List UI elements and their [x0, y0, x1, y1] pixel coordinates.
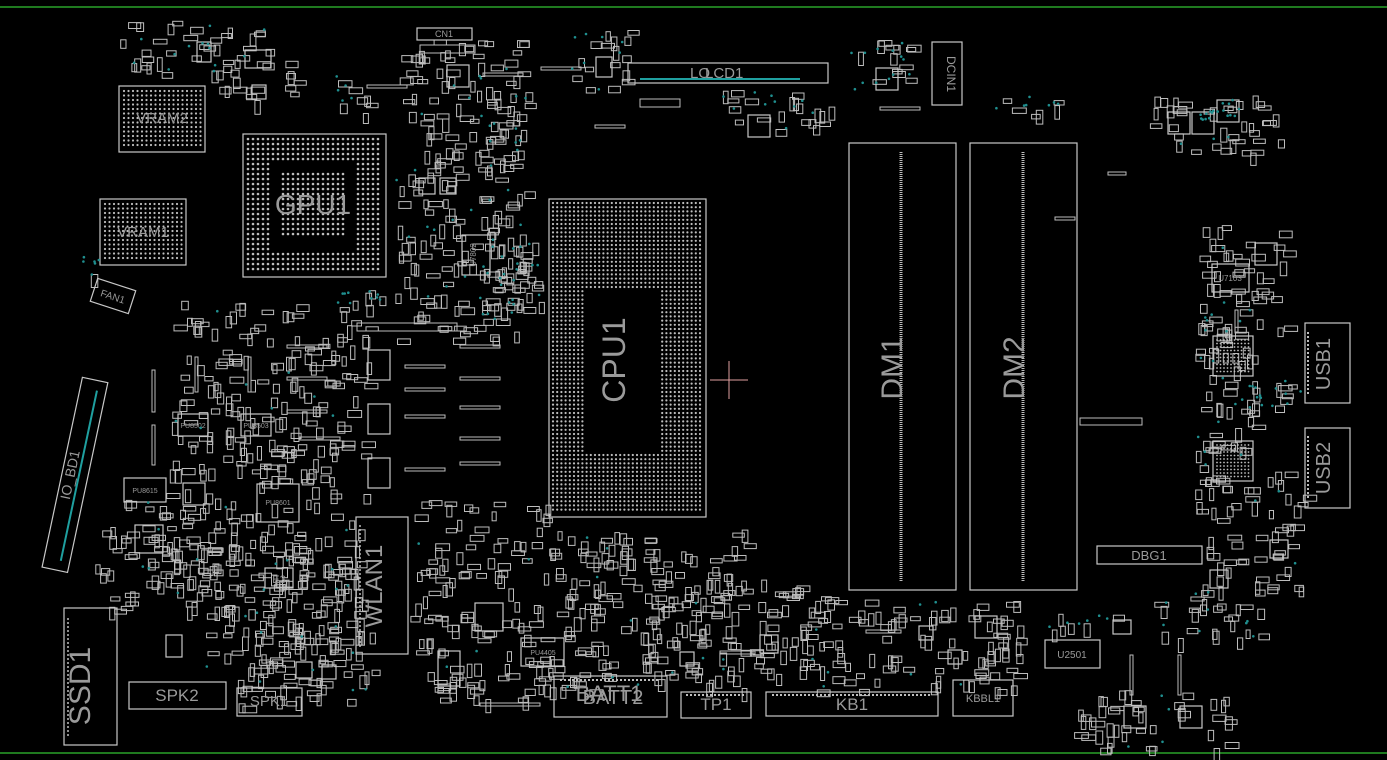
usb-controller-1 — [1212, 335, 1254, 377]
wlan1-label: WLAN1 — [361, 545, 388, 628]
pu8615-label: PU8615 — [132, 488, 157, 495]
dbg1-label: DBG1 — [1131, 548, 1166, 563]
component-kb1[interactable]: KB1 — [765, 691, 939, 717]
spk2-label: SPK2 — [155, 686, 198, 705]
component-io-connector[interactable]: IO_BD1 — [41, 376, 109, 574]
batt2-label: BATT2 — [583, 687, 644, 709]
component-lcd1[interactable]: LO LCD1 — [627, 62, 829, 84]
u2501-label: U2501 — [1057, 650, 1087, 661]
component-fan1[interactable]: FAN1 — [89, 277, 137, 315]
pu8502-label: PU8502 — [180, 423, 205, 430]
component-cn1[interactable]: CN1 — [416, 27, 476, 54]
kbbl1-label: KBBL1 — [966, 693, 1000, 705]
gpu1-label: GPU1 — [275, 189, 351, 220]
lcd-overlap-label: LO — [690, 65, 710, 82]
component-kbbl1[interactable]: KBBL1 — [952, 679, 1014, 717]
component-u7802[interactable]: U7802 — [461, 234, 491, 276]
test-points — [82, 24, 1302, 748]
vram1-label: VRAM1 — [117, 224, 169, 241]
component-u2501[interactable]: U2501 — [1044, 639, 1101, 669]
pu4405-label: PU4405 — [530, 650, 555, 657]
usb2-label: USB2 — [1313, 442, 1335, 494]
component-dcin1[interactable]: DCIN1 — [931, 41, 963, 106]
ssd1-label: SSD1 — [64, 647, 97, 725]
e3-label: E3 — [272, 574, 285, 586]
usb1-label: USB1 — [1313, 338, 1335, 390]
component-spk2[interactable]: SPK2 — [128, 681, 227, 710]
component-pu8503[interactable]: PU8503 — [240, 413, 272, 437]
cpu1-label: CPU1 — [596, 317, 632, 402]
u7802-label: U7802 — [469, 243, 478, 267]
component-gpu1[interactable]: GPU1 — [242, 133, 387, 278]
component-pu8601[interactable]: PU8601 — [256, 483, 300, 523]
fan1-label: FAN1 — [99, 288, 127, 306]
component-usb1[interactable]: USB1 — [1304, 322, 1351, 404]
tp1-label: TP1 — [700, 695, 731, 714]
dm2-label: DM2 — [998, 336, 1031, 399]
kb1-label: KB1 — [836, 695, 868, 714]
component-pu4405[interactable]: PU4405 — [520, 637, 565, 667]
small-ics — [134, 41, 1289, 729]
pu8503-label: PU8503 — [243, 423, 268, 430]
component-batt1[interactable]: BATT1 BATT2 — [553, 675, 668, 718]
component-vram1[interactable]: VRAM1 — [99, 198, 187, 266]
connector-bars — [151, 66, 1239, 707]
component-spk1[interactable]: SPK1 — [236, 687, 303, 717]
component-ssd1[interactable]: SSD1 — [63, 607, 118, 746]
component-pu8615[interactable]: PU8615 — [123, 477, 167, 503]
dm1-label: DM1 — [876, 336, 909, 399]
vram2-label: VRAM2 — [136, 110, 188, 127]
component-dbg1[interactable]: DBG1 — [1096, 545, 1203, 565]
component-cpu1[interactable]: CPU1 — [548, 198, 707, 518]
component-u7103[interactable]: U7103 — [1211, 263, 1250, 293]
pu8601-label: PU8601 — [265, 500, 290, 507]
spk1-label: SPK1 — [250, 693, 288, 710]
component-vram2[interactable]: VRAM2 — [118, 85, 206, 153]
batt1-label: BATT1 — [576, 681, 643, 706]
lcd1-label: LCD1 — [705, 65, 743, 82]
dcin1-label: DCIN1 — [944, 56, 958, 92]
cn1-label: CN1 — [435, 29, 453, 39]
component-e3[interactable]: E3 — [264, 567, 294, 589]
cursor-crosshair — [710, 361, 748, 399]
component-usb2[interactable]: USB2 — [1304, 427, 1351, 509]
component-dm1[interactable]: DM1 — [848, 142, 957, 591]
small-components — [90, 20, 1318, 760]
component-wlan1[interactable]: WLAN1 — [355, 516, 409, 655]
u7103-label: U7103 — [1218, 274, 1242, 283]
component-pu8502[interactable]: PU8502 — [177, 413, 209, 437]
component-tp1[interactable]: TP1 — [680, 691, 752, 719]
component-dm2[interactable]: DM2 — [969, 142, 1078, 591]
usb-controller-2 — [1212, 440, 1254, 482]
